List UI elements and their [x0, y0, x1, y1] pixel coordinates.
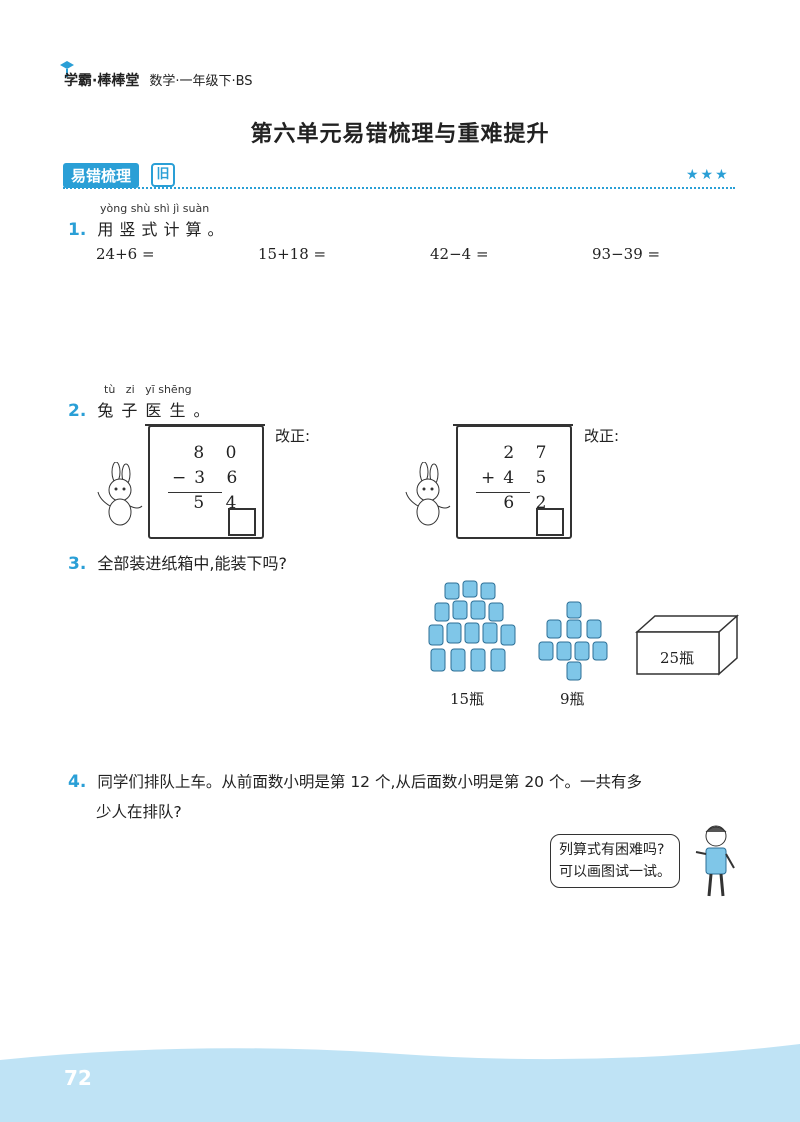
section-label: 易错梳理: [63, 163, 140, 188]
scroll-roll: [453, 424, 573, 426]
question-number: 2.: [68, 401, 87, 421]
hint-bubble: 列算式有困难吗? 可以画图试一试。: [550, 834, 680, 888]
q1-char: 计: [163, 220, 186, 239]
q2-char: 子: [121, 401, 146, 420]
q1-char: 竖: [119, 220, 142, 239]
question-number: 4.: [68, 772, 87, 792]
hint-line: 可以画图试一试。: [559, 864, 671, 880]
pinyin-syllable: yòng: [100, 202, 128, 215]
q3-text: 全部装进纸箱中,能装下吗?: [97, 554, 287, 573]
bottles-9-icon: [538, 601, 608, 681]
calc-row: 8 0: [180, 443, 245, 463]
q4-prompt-line2: 少人在排队?: [96, 803, 182, 821]
check-box[interactable]: [228, 508, 256, 536]
q2-pinyin: tù zi yī shēng: [104, 383, 192, 396]
calc-row: +4 5: [481, 468, 555, 488]
page-title: 第六单元易错梳理与重难提升: [250, 122, 550, 147]
scroll-card-right: [456, 425, 572, 539]
q1-expression: 93−39 =: [592, 245, 661, 263]
section-divider: [63, 187, 735, 189]
q3-prompt: 3. 全部装进纸箱中,能装下吗?: [68, 550, 287, 574]
q1-char: 。: [207, 220, 230, 239]
q1-expression: 15+18 =: [258, 245, 327, 263]
calc-row: 5 4: [180, 493, 245, 513]
rabbit-icon: [405, 462, 451, 526]
q2-prompt: 2. 兔子医生。: [68, 397, 217, 421]
box-label: 25瓶: [660, 649, 695, 667]
calc-row: 2 7: [490, 443, 555, 463]
q1-char: 式: [141, 220, 164, 239]
pinyin-syllable: yī: [145, 383, 155, 396]
boy-icon: [695, 825, 735, 897]
question-number: 1.: [68, 220, 87, 240]
footer-wave: [0, 1044, 800, 1122]
pinyin-syllable: suàn: [182, 202, 210, 215]
q4-text: 同学们排队上车。从前面数小明是第 12 个,从后面数小明是第 20 个。一共有多: [97, 773, 642, 791]
cardboard-box-icon: [635, 614, 739, 676]
fix-label: 改正:: [584, 427, 620, 445]
q4-prompt-line1: 4. 同学们排队上车。从前面数小明是第 12 个,从后面数小明是第 20 个。一…: [68, 770, 642, 792]
q1-expression: 24+6 =: [96, 245, 155, 263]
calc-row: 6 2: [490, 493, 555, 513]
bottles-15-label: 15瓶: [450, 690, 485, 708]
q2-char: 。: [193, 401, 218, 420]
fix-label: 改正:: [275, 427, 311, 445]
pinyin-syllable: zi: [125, 383, 135, 396]
brand-header: 学霸·棒棒堂数学·一年级下·BS: [64, 70, 253, 90]
scroll-card-left: [148, 425, 264, 539]
pinyin-syllable: jì: [173, 202, 180, 215]
q2-char: 兔: [97, 401, 122, 420]
pinyin-syllable: shù: [130, 202, 151, 215]
q1-expression: 42−4 =: [430, 245, 489, 263]
bottles-9-label: 9瓶: [560, 690, 585, 708]
q1-prompt: 1. 用竖式计算。: [68, 216, 229, 240]
rabbit-icon: [97, 462, 143, 526]
pinyin-syllable: tù: [104, 383, 116, 396]
hint-line: 列算式有困难吗?: [559, 842, 665, 858]
bottles-15-icon: [428, 580, 516, 672]
book-subtitle: 数学·一年级下·BS: [149, 74, 253, 89]
difficulty-stars: ★★★: [686, 167, 730, 183]
pinyin-syllable: shì: [153, 202, 170, 215]
page-number: 72: [64, 1066, 92, 1090]
scroll-roll: [145, 424, 265, 426]
q1-char: 用: [97, 220, 120, 239]
q1-char: 算: [185, 220, 208, 239]
check-box[interactable]: [536, 508, 564, 536]
q1-pinyin: yòng shù shì jì suàn: [100, 202, 209, 215]
q2-char: 生: [169, 401, 194, 420]
q2-char: 医: [145, 401, 170, 420]
mortarboard-icon: [60, 61, 74, 77]
calc-line: [168, 492, 222, 493]
question-number: 3.: [68, 554, 87, 574]
pinyin-syllable: shēng: [158, 383, 192, 396]
brand-name: 学霸·棒棒堂: [64, 73, 140, 89]
old-icon: 旧: [151, 163, 175, 187]
calc-row: −3 6: [172, 468, 246, 488]
calc-line: [476, 492, 530, 493]
